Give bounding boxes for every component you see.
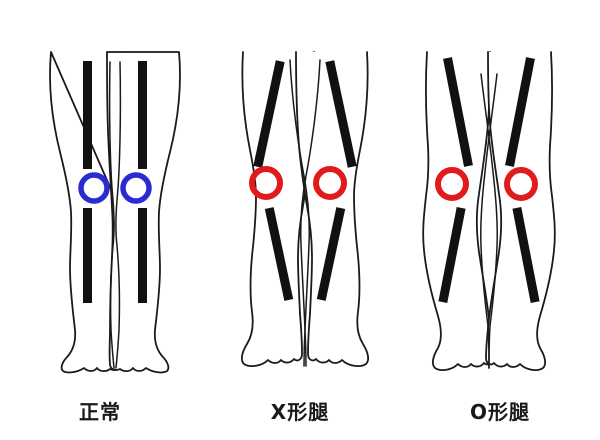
- figure-knock-knees: [240, 51, 370, 367]
- thigh-bar-left-o: [443, 57, 473, 167]
- blue-knee-circle-left: [78, 172, 110, 204]
- inner-seam-right-normal: [115, 61, 122, 369]
- caption-normal: 正常: [79, 400, 121, 424]
- red-knee-circle-left-x: [249, 166, 283, 200]
- inner-seam-left-x: [289, 59, 310, 367]
- red-knee-circle-right-o: [504, 167, 538, 201]
- blue-knee-circle-right: [120, 172, 152, 204]
- thigh-bar-right-normal: [138, 61, 147, 169]
- shin-bar-right-o: [512, 207, 540, 303]
- figure-bow-legs: [422, 51, 556, 371]
- thigh-bar-right-o: [505, 57, 535, 167]
- thigh-bar-right-x: [325, 60, 357, 168]
- right-leg-outline-x: [295, 51, 370, 367]
- inner-seam-left-normal: [108, 61, 115, 369]
- inner-seam-right-x: [300, 59, 321, 367]
- figure-normal: [49, 51, 181, 374]
- shin-bar-right-normal: [138, 208, 147, 303]
- red-knee-circle-left-o: [435, 167, 469, 201]
- thigh-bar-left-x: [253, 60, 285, 168]
- caption-knock-knees: X形腿: [270, 400, 330, 424]
- thigh-bar-left-normal: [83, 61, 92, 169]
- shin-bar-right-x: [316, 207, 346, 301]
- shin-bar-left-o: [438, 207, 466, 303]
- shin-bar-left-normal: [83, 208, 92, 303]
- caption-bow-legs: O形腿: [469, 400, 530, 424]
- inner-seam-right-o: [480, 73, 498, 369]
- caption-row: 正常 X形腿 O形腿: [0, 392, 600, 432]
- red-knee-circle-right-x: [313, 166, 347, 200]
- shin-bar-left-x: [264, 207, 294, 301]
